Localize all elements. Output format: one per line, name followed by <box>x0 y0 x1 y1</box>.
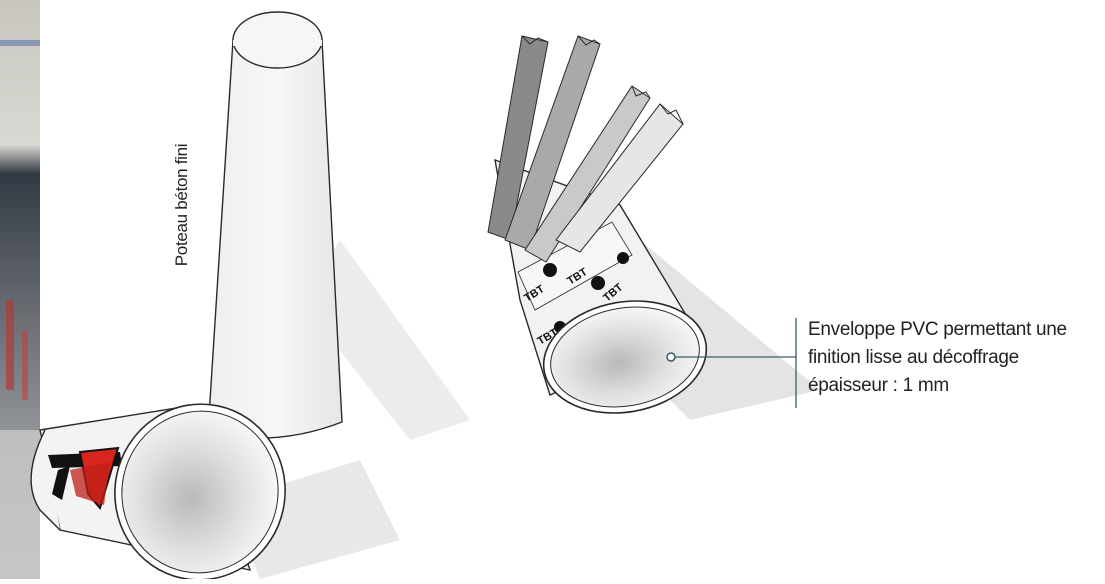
callout-leader <box>666 318 797 408</box>
photo-edge-strip <box>0 0 40 579</box>
callout-line-1: Enveloppe PVC permettant une <box>808 319 1067 340</box>
callout-line-3: épaisseur : 1 mm <box>808 375 949 396</box>
right-pvc-tube: TBT TBT TBT TBT <box>487 35 820 420</box>
callout-line-2: finition lisse au décoffrage <box>808 347 1019 368</box>
finished-concrete-column <box>207 11 470 440</box>
pvc-envelope-callout: Enveloppe PVC permettant une finition li… <box>808 316 1098 400</box>
bottom-left-tube <box>30 403 400 581</box>
column-label-text: Poteau béton fini <box>172 143 191 267</box>
